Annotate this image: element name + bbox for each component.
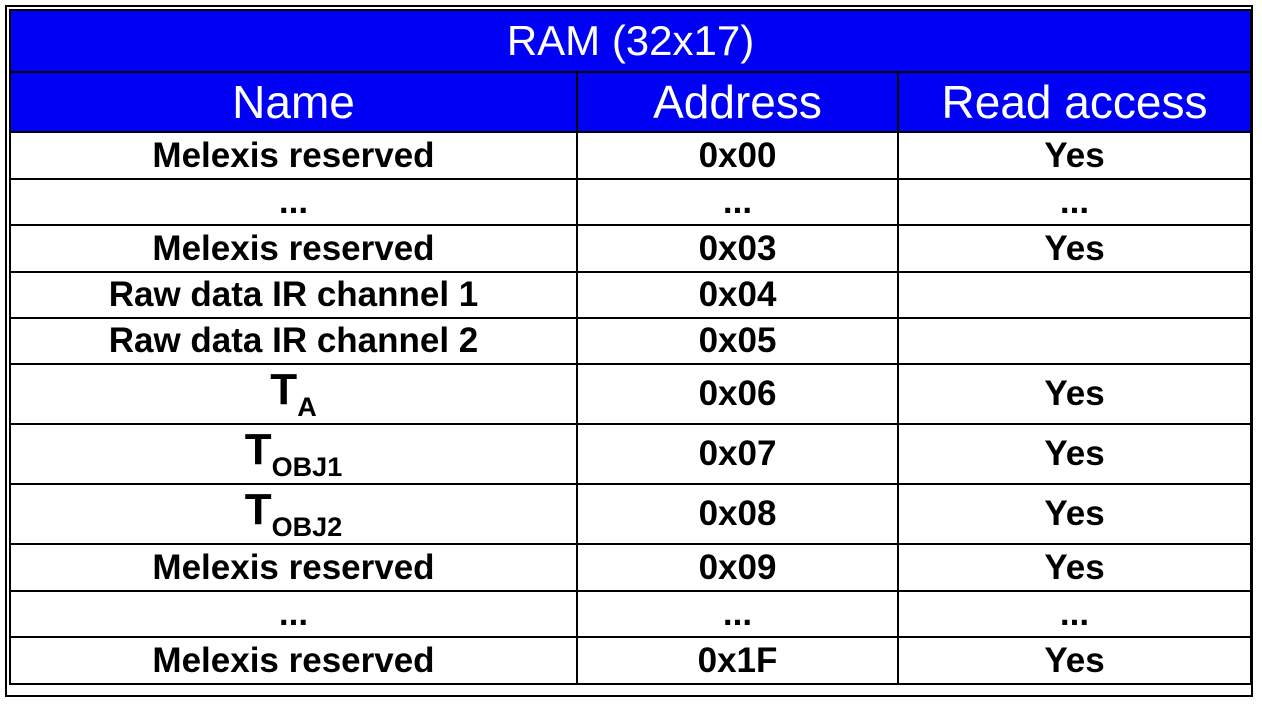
temperature-symbol: T xyxy=(270,365,298,414)
cell-read-access: Yes xyxy=(896,131,1253,180)
cell-address: 0x00 xyxy=(576,131,899,180)
cell-name: ... xyxy=(9,590,578,638)
cell-address: 0x06 xyxy=(576,363,899,425)
cell-read-access: Yes xyxy=(896,363,1253,425)
cell-read-access: Yes xyxy=(896,636,1253,685)
table-row: ... ... ... xyxy=(9,590,1253,638)
temperature-subscript: A xyxy=(297,392,317,422)
column-header-name: Name xyxy=(9,71,578,133)
table-row: Melexis reserved 0x1F Yes xyxy=(9,636,1253,685)
table-row: Melexis reserved 0x03 Yes xyxy=(9,224,1253,273)
table-row: TOBJ1 0x07 Yes xyxy=(9,423,1253,485)
cell-name: Melexis reserved xyxy=(9,636,578,685)
cell-read-access: Yes xyxy=(896,483,1253,545)
cell-name: TOBJ2 xyxy=(9,483,578,545)
temperature-symbol: T xyxy=(244,425,272,474)
cell-address: 0x05 xyxy=(576,317,899,365)
cell-address: ... xyxy=(576,590,899,638)
table-row: Melexis reserved 0x00 Yes xyxy=(9,131,1253,180)
cell-name: TA xyxy=(9,363,578,425)
table-row: ... ... ... xyxy=(9,178,1253,226)
ram-table: RAM (32x17) Name Address Read access Mel… xyxy=(8,9,1253,685)
cell-read-access: Yes xyxy=(896,224,1253,273)
cell-read-access xyxy=(896,271,1253,319)
cell-address: 0x04 xyxy=(576,271,899,319)
table-outer-border xyxy=(5,5,1253,697)
cell-address: 0x03 xyxy=(576,224,899,273)
cell-address: 0x08 xyxy=(576,483,899,545)
cell-name: TOBJ1 xyxy=(9,423,578,485)
cell-name: Raw data IR channel 2 xyxy=(9,317,578,365)
table-row: Raw data IR channel 1 0x04 xyxy=(9,271,1253,319)
cell-address: 0x09 xyxy=(576,543,899,592)
table-row: Melexis reserved 0x09 Yes xyxy=(9,543,1253,592)
temperature-subscript: OBJ1 xyxy=(271,452,343,482)
cell-read-access: Yes xyxy=(896,543,1253,592)
temperature-symbol: T xyxy=(244,485,272,534)
cell-name: Raw data IR channel 1 xyxy=(9,271,578,319)
cell-read-access xyxy=(896,317,1253,365)
cell-address: ... xyxy=(576,178,899,226)
cell-name: ... xyxy=(9,178,578,226)
cell-address: 0x1F xyxy=(576,636,899,685)
cell-read-access: Yes xyxy=(896,423,1253,485)
cell-read-access: ... xyxy=(896,590,1253,638)
table-row: TOBJ2 0x08 Yes xyxy=(9,483,1253,545)
cell-name: Melexis reserved xyxy=(9,224,578,273)
cell-name: Melexis reserved xyxy=(9,131,578,180)
column-header-read-access: Read access xyxy=(896,71,1253,133)
cell-address: 0x07 xyxy=(576,423,899,485)
table-title: RAM (32x17) xyxy=(8,9,1253,73)
cell-name: Melexis reserved xyxy=(9,543,578,592)
cell-read-access: ... xyxy=(896,178,1253,226)
table-row: TA 0x06 Yes xyxy=(9,363,1253,425)
table-row: Raw data IR channel 2 0x05 xyxy=(9,317,1253,365)
column-header-address: Address xyxy=(576,71,899,133)
temperature-subscript: OBJ2 xyxy=(271,512,343,542)
